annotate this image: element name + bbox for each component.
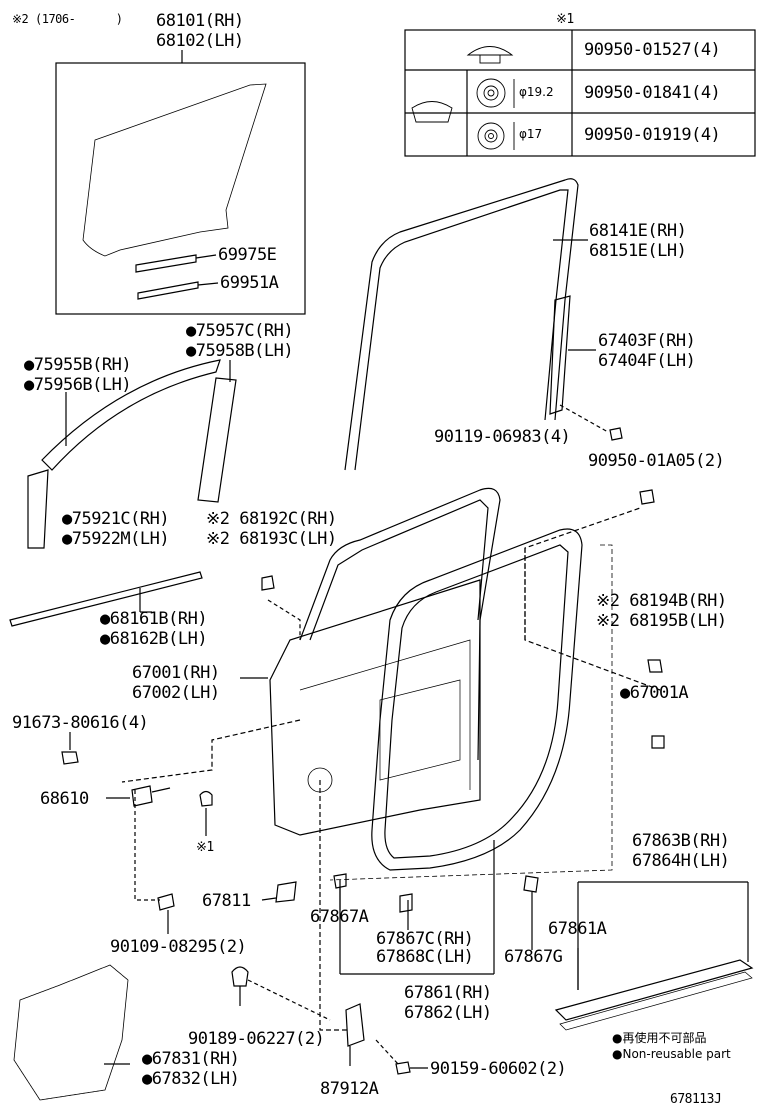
legend-en: Non-reusable part (612, 1048, 730, 1061)
table-part-3: 90950-01919(4) (584, 125, 721, 145)
label-67001a: 67001A (620, 684, 689, 703)
bracket-87912a (345, 1003, 365, 1047)
label-75921c: 75921C(RH) (62, 510, 170, 529)
label-67861: 67861(RH) (404, 983, 492, 1003)
note-1: ※1 (196, 840, 214, 855)
clip-67001a (651, 735, 665, 749)
glass-detail-box (55, 62, 306, 315)
label-67861a: 67861A (548, 919, 607, 939)
legend-jp: 再使用不可部品 (612, 1032, 706, 1045)
division-bar-67403f (549, 295, 571, 415)
opening-weatherstrip-67861 (371, 528, 583, 871)
label-68193c: ※2 68193C(LH) (206, 529, 337, 549)
clip-icon-2 (411, 78, 515, 150)
belt-moulding-68161b (9, 571, 203, 627)
label-67001: 67001(RH) (132, 663, 220, 683)
label-90189: 90189-06227(2) (188, 1029, 325, 1049)
label-69951a: 69951A (220, 273, 279, 293)
label-75958b: 75958B(LH) (186, 342, 294, 361)
label-90950-01a05: 90950-01A05(2) (588, 451, 725, 471)
label-68141e: 68141E(RH) (589, 221, 687, 241)
pad-67811 (275, 881, 297, 903)
garnish-75957c (197, 377, 237, 503)
label-75956b: 75956B(LH) (24, 376, 132, 395)
label-67832: 67832(LH) (142, 1070, 240, 1089)
label-75957c: 75957C(RH) (186, 322, 294, 341)
weatherstrip-68141e (344, 178, 579, 471)
clip-67867g (523, 875, 539, 893)
bolt-91673 (61, 751, 79, 765)
clip-90189 (231, 966, 249, 987)
label-67867c: 67867C(RH) (376, 929, 474, 949)
label-68162b: 68162B(LH) (100, 630, 208, 649)
diagram-id: 678113J (670, 1092, 722, 1107)
label-68101: 68101(RH) (156, 11, 244, 31)
label-67862: 67862(LH) (404, 1003, 492, 1023)
clip-67867a (333, 873, 347, 889)
label-67002: 67002(LH) (132, 683, 220, 703)
label-87912a: 87912A (320, 1079, 379, 1099)
label-90119: 90119-06983(4) (434, 427, 571, 447)
label-67403f: 67403F(RH) (598, 331, 696, 351)
scuff-plate-67863b (554, 959, 754, 1021)
label-68192c: ※2 68192C(RH) (206, 509, 337, 529)
label-68194b: ※2 68194B(RH) (596, 591, 727, 611)
clip-near-68610 (199, 790, 213, 807)
label-68195b: ※2 68195B(LH) (596, 611, 727, 631)
label-67831: 67831(RH) (142, 1050, 240, 1069)
bolt-90109 (157, 893, 175, 911)
table-part-1: 90950-01527(4) (584, 40, 721, 60)
clip-90950a05 (639, 489, 655, 505)
table-dim-3: φ17 (519, 127, 543, 141)
table-title: ※1 (556, 12, 574, 27)
clip-68194b (647, 659, 663, 673)
label-67867g: 67867G (504, 947, 563, 967)
note-top: ※2 (1706- ) (12, 12, 123, 26)
label-67404f: 67404F(LH) (598, 351, 696, 371)
hinge-68610 (131, 785, 153, 807)
label-75922m: 75922M(LH) (62, 530, 170, 549)
leader-69951a (197, 282, 219, 286)
door-panel-67001 (269, 579, 481, 836)
garnish-75955b (41, 359, 221, 471)
label-90109: 90109-08295(2) (110, 937, 247, 957)
door-glass (82, 83, 267, 257)
label-68102: 68102(LH) (156, 31, 244, 51)
label-67867a: 67867A (310, 907, 369, 927)
clip-67867c (399, 893, 413, 913)
label-67811: 67811 (202, 891, 251, 911)
label-90159: 90159-60602(2) (430, 1059, 567, 1079)
glass-channel-69975e (135, 254, 197, 273)
screw-90119 (609, 427, 623, 441)
label-91673: 91673-80616(4) (12, 713, 149, 733)
table-part-2: 90950-01841(4) (584, 83, 721, 103)
label-67868c: 67868C(LH) (376, 947, 474, 967)
clip-icon-1 (466, 46, 514, 64)
label-68610: 68610 (40, 789, 89, 809)
label-68161b: 68161B(RH) (100, 610, 208, 629)
service-hole-cover-67831 (13, 964, 129, 1101)
door-weatherstrip (299, 487, 501, 761)
glass-channel-69951a (137, 281, 199, 300)
label-67863b: 67863B(RH) (632, 831, 730, 851)
clip-68192c (261, 575, 275, 591)
table-dim-2: φ19.2 (519, 85, 554, 99)
leader-69975e (195, 254, 217, 259)
screw-90159 (395, 1061, 411, 1075)
garnish-75921c (27, 469, 49, 549)
label-75955b: 75955B(RH) (24, 356, 132, 375)
clip-table-border (404, 29, 756, 157)
label-67864h: 67864H(LH) (632, 851, 730, 871)
label-69975e: 69975E (218, 245, 277, 265)
label-68151e: 68151E(LH) (589, 241, 687, 261)
